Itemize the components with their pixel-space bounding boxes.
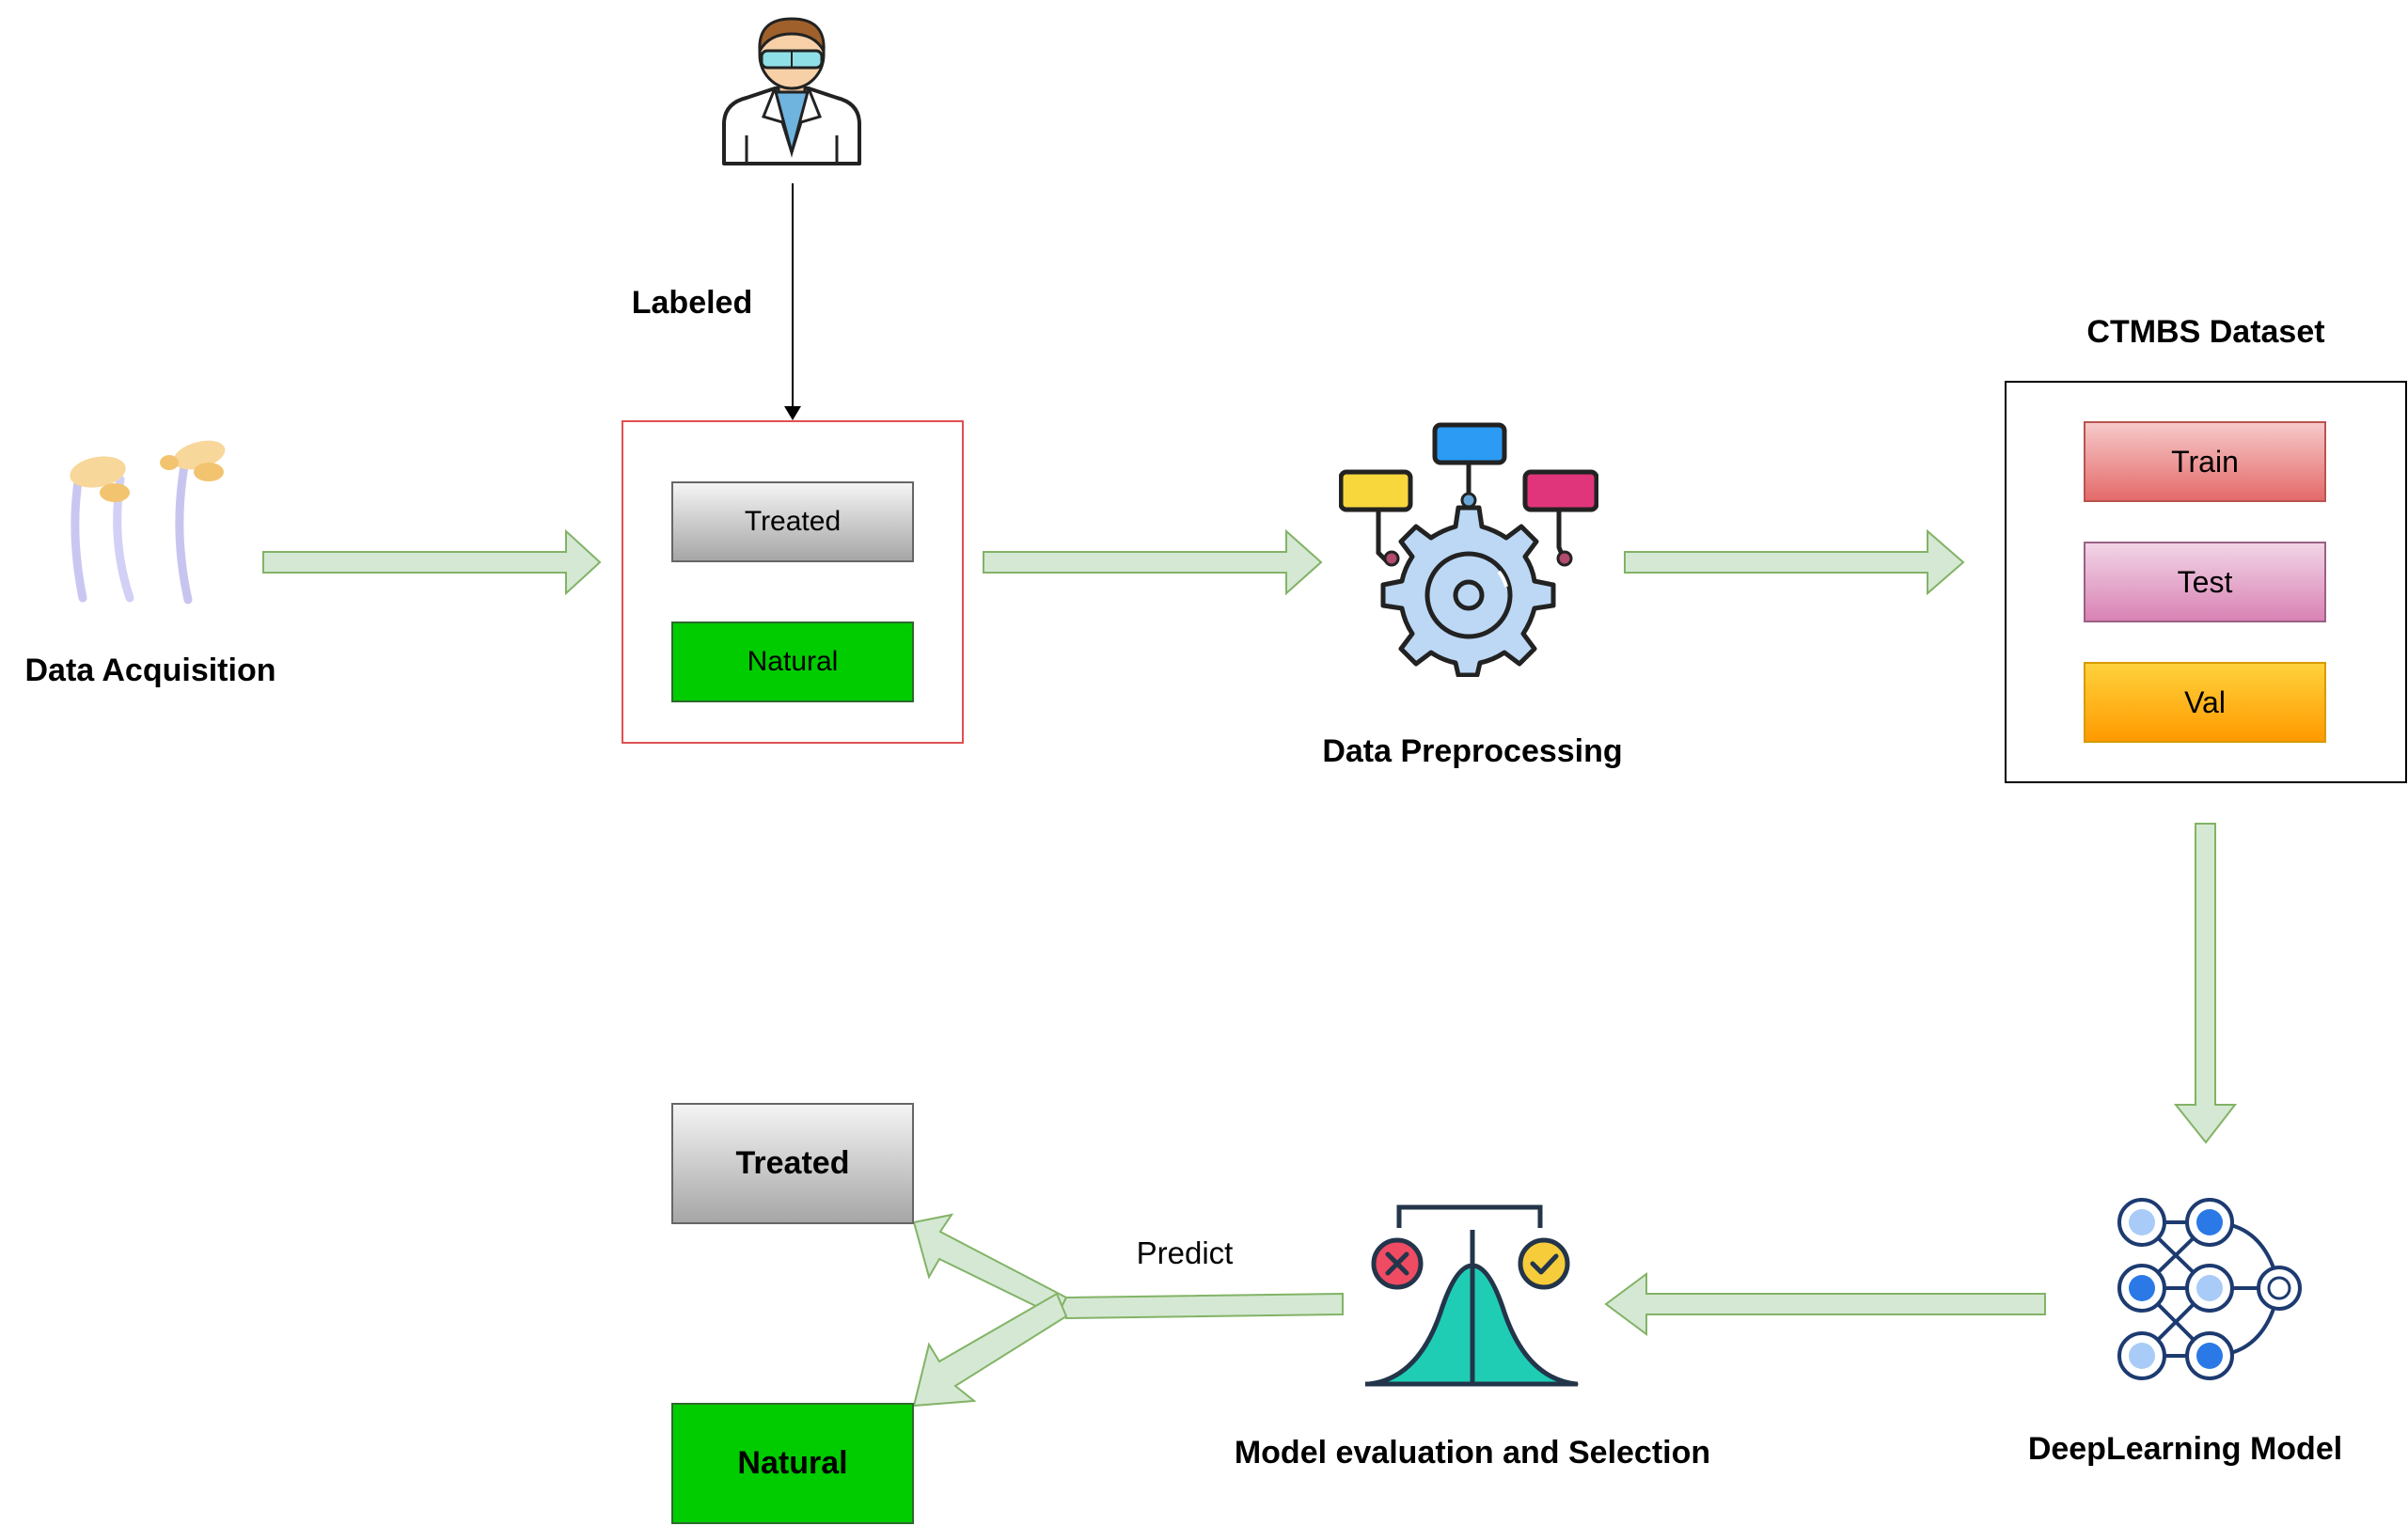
scientist-icon <box>722 17 861 165</box>
bean-sprouts-icon <box>70 440 226 605</box>
labeled-connector-arrowhead <box>784 406 801 420</box>
output-treated-box: Treated <box>671 1103 914 1224</box>
arrow-predict-to-natural <box>912 1292 1068 1408</box>
bell-curve-balance-icon <box>1365 1204 1579 1387</box>
dataset-train-box: Train <box>2084 421 2326 502</box>
arrow-evaluation-predict-stem <box>1055 1292 1344 1320</box>
arrow-dataset-to-model <box>2173 823 2238 1144</box>
model-evaluation-label: Model evaluation and Selection <box>1234 1435 1711 1471</box>
label-natural-box: Natural <box>671 621 914 702</box>
output-natural-box: Natural <box>671 1403 914 1524</box>
data-preprocessing-label: Data Preprocessing <box>1322 733 1623 769</box>
arrow-acquisition-to-labeling <box>262 528 602 596</box>
neural-network-icon <box>2117 1198 2302 1380</box>
dataset-box <box>2005 381 2407 783</box>
deeplearning-model-label: DeepLearning Model <box>2027 1431 2343 1467</box>
gear-workflow-icon <box>1339 422 1598 677</box>
arrow-labeling-to-preprocessing <box>983 528 1323 596</box>
dataset-val-box: Val <box>2084 662 2326 743</box>
data-acquisition-label: Data Acquisition <box>24 653 276 688</box>
predict-label: Predict <box>1136 1235 1234 1270</box>
dataset-test-box: Test <box>2084 542 2326 622</box>
labeling-box <box>622 420 964 744</box>
labeled-label: Labeled <box>631 285 753 321</box>
arrow-preprocessing-to-dataset <box>1624 528 1965 596</box>
ctmbs-dataset-label: CTMBS Dataset <box>2086 314 2325 350</box>
arrow-model-to-evaluation <box>1604 1272 2046 1336</box>
label-treated-box: Treated <box>671 481 914 562</box>
